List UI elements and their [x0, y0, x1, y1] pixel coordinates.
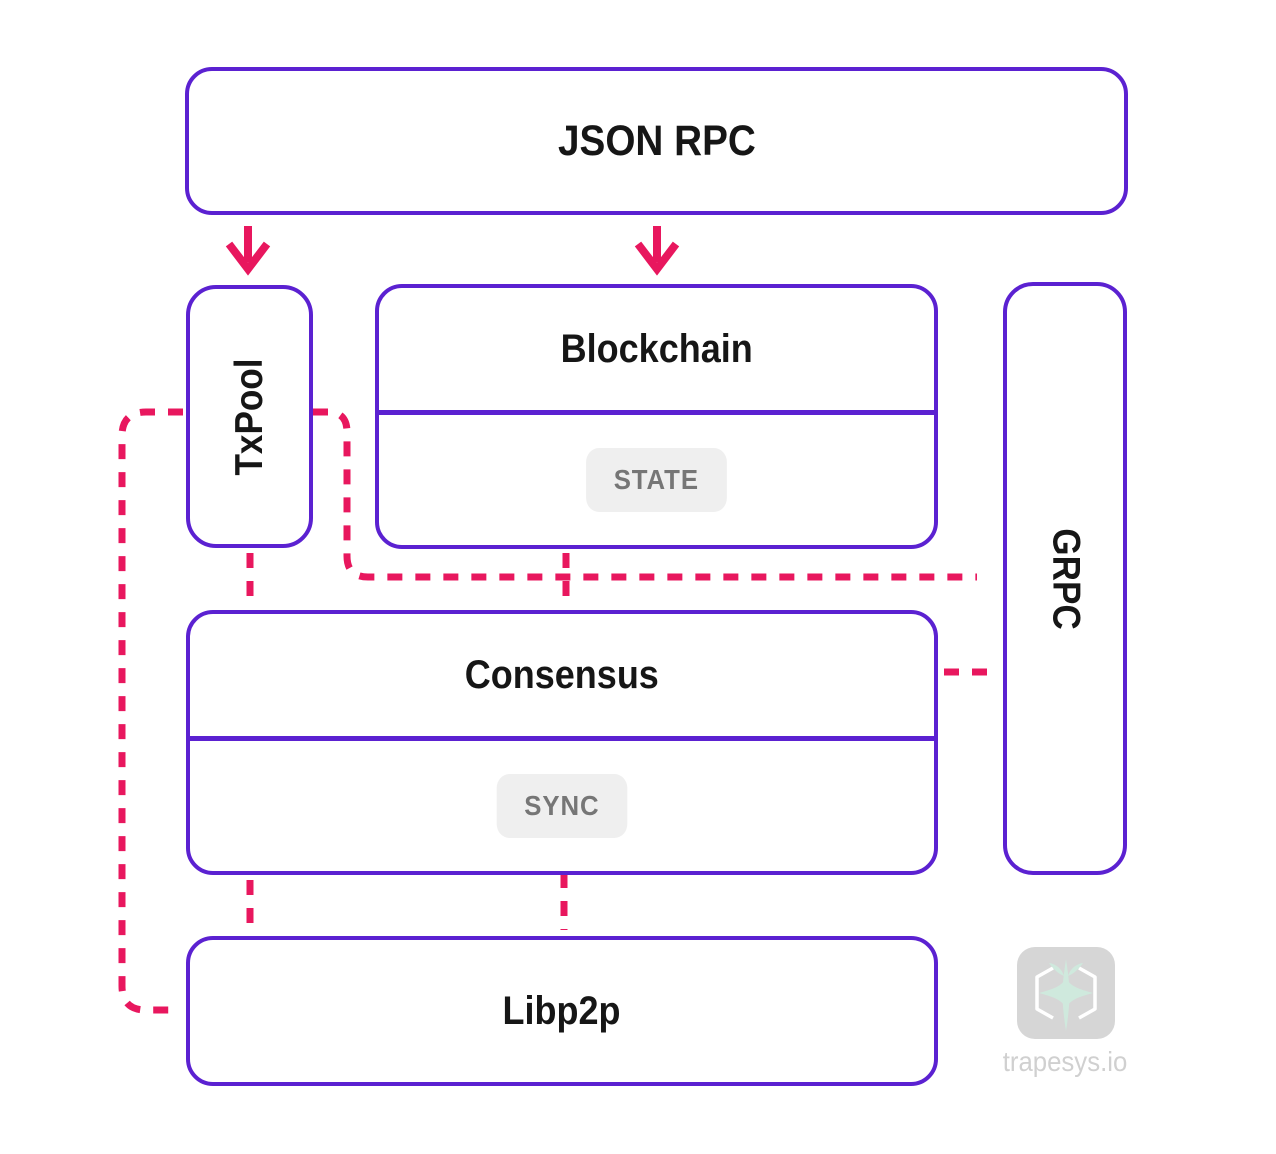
sync-badge: SYNC — [496, 774, 628, 838]
node-libp2p-label: Libp2p — [503, 988, 621, 1033]
node-json-rpc: JSON RPC — [185, 67, 1128, 215]
node-blockchain-label: Blockchain — [560, 326, 753, 371]
node-json-rpc-label: JSON RPC — [557, 116, 756, 165]
state-badge: STATE — [586, 448, 727, 512]
node-consensus: Consensus SYNC — [186, 610, 938, 875]
node-blockchain: Blockchain STATE — [375, 284, 938, 549]
node-grpc-label: GRPC — [1044, 527, 1087, 630]
watermark-text: trapesys.io — [1002, 1046, 1128, 1077]
arrow-jsonrpc-to-blockchain — [634, 226, 680, 276]
node-consensus-label: Consensus — [464, 652, 660, 697]
node-libp2p: Libp2p — [186, 936, 938, 1086]
node-txpool: TxPool — [186, 285, 313, 548]
blockchain-title-section: Blockchain — [379, 288, 934, 410]
trapesys-logo-icon — [1017, 947, 1115, 1039]
consensus-divider — [190, 736, 934, 741]
blockchain-divider — [379, 410, 934, 415]
node-txpool-label: TxPool — [227, 357, 271, 476]
consensus-title-section: Consensus — [190, 614, 934, 736]
connector-txpool-to-libp2p-left — [118, 408, 183, 1014]
arrow-jsonrpc-to-txpool — [225, 226, 271, 276]
consensus-sub-section: SYNC — [190, 741, 934, 871]
node-grpc: GRPC — [1003, 282, 1127, 875]
blockchain-sub-section: STATE — [379, 415, 934, 545]
